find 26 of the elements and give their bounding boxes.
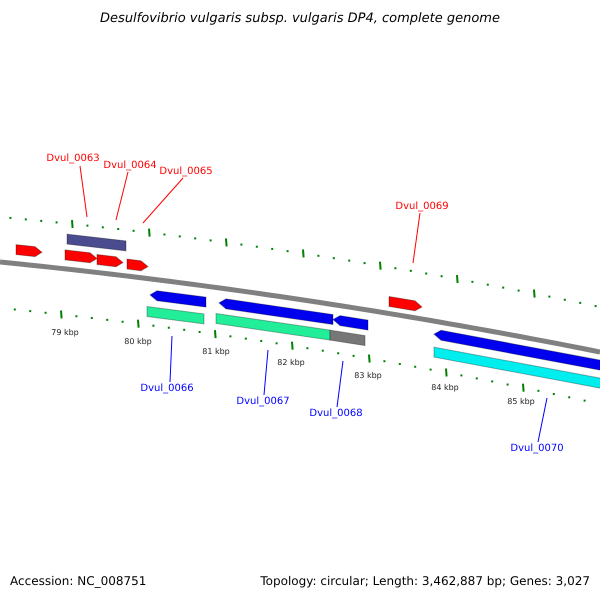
scale-label: 81 kbp [202,348,230,356]
leader-line [264,350,268,396]
gene-label: Dvul_0069 [395,202,449,212]
gene-label: Dvul_0070 [510,444,564,454]
leader-line [170,336,172,382]
leader-line [538,398,548,442]
leader-line [336,360,344,408]
gene-label: Dvul_0066 [140,384,194,394]
scale-label: 82 kbp [277,359,305,367]
accession-text: Accession: NC_008751 [10,575,146,587]
scale-label: 80 kbp [124,338,152,346]
scale-label: 84 kbp [431,384,459,392]
scale-label: 79 kbp [51,329,79,337]
gene-label: Dvul_0064 [103,161,157,171]
scale-label: 83 kbp [354,372,382,380]
leader-line [116,172,128,220]
leader-line [80,166,88,218]
genome-stats-text: Topology: circular; Length: 3,462,887 bp; Genes: 3,027 [260,575,590,587]
genome-title: Desulfovibrio vulgaris subsp. vulgaris DP4, complete genome [100,12,500,24]
gene-label: Dvul_0067 [236,397,290,407]
leader-line [412,212,420,264]
gene-label: Dvul_0065 [159,167,213,177]
gene-label: Dvul_0063 [46,154,100,164]
gene-label: Dvul_0068 [309,409,363,419]
leader-line [142,178,184,224]
scale-label: 85 kbp [507,398,535,406]
